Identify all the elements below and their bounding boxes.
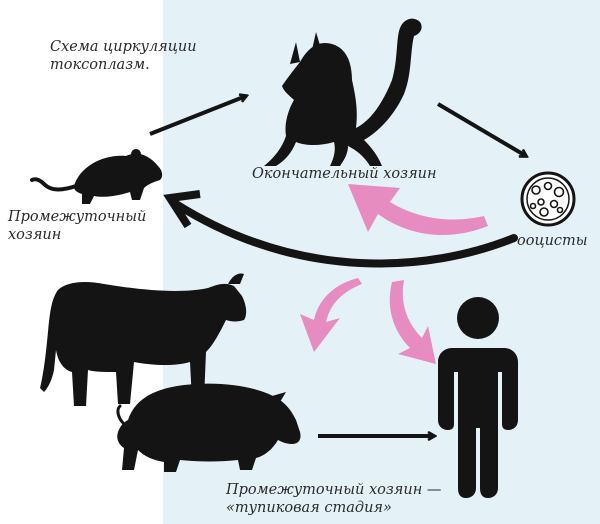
dead-end-line-2: «тупиковая стадия» bbox=[226, 500, 392, 516]
cow-icon bbox=[40, 273, 247, 406]
cat-icon bbox=[264, 18, 422, 166]
label-oocysts: ооцисты bbox=[517, 233, 588, 249]
intermediate-host-line-1: Промежуточный bbox=[8, 209, 147, 225]
pig-icon bbox=[116, 383, 301, 472]
pink-arrow-oocysts-to-cat bbox=[348, 184, 488, 236]
title-line-2: токсоплазм. bbox=[50, 57, 150, 73]
arrow-oocysts-to-rat bbox=[163, 190, 518, 268]
oocyst-icon bbox=[520, 171, 576, 227]
intermediate-host-line-2: хозяин bbox=[8, 227, 62, 243]
dead-end-line-1: Промежуточный хозяин — bbox=[226, 482, 442, 498]
arrow-rat-to-cat bbox=[149, 96, 246, 136]
human-icon bbox=[438, 297, 518, 498]
pink-arrow-to-livestock bbox=[300, 278, 362, 352]
label-dead-end-host: Промежуточный хозяин — «тупиковая стадия… bbox=[226, 481, 441, 517]
diagram-title: Схема циркуляции токсоплазм. bbox=[50, 38, 197, 74]
arrow-cat-to-oocysts bbox=[436, 102, 526, 156]
pink-arrow-to-human bbox=[389, 280, 436, 364]
title-line-1: Схема циркуляции bbox=[50, 39, 197, 55]
rat-icon bbox=[30, 149, 163, 204]
label-final-host: Окончательный хозяин bbox=[252, 166, 437, 182]
label-intermediate-host: Промежуточный хозяин bbox=[8, 208, 146, 244]
